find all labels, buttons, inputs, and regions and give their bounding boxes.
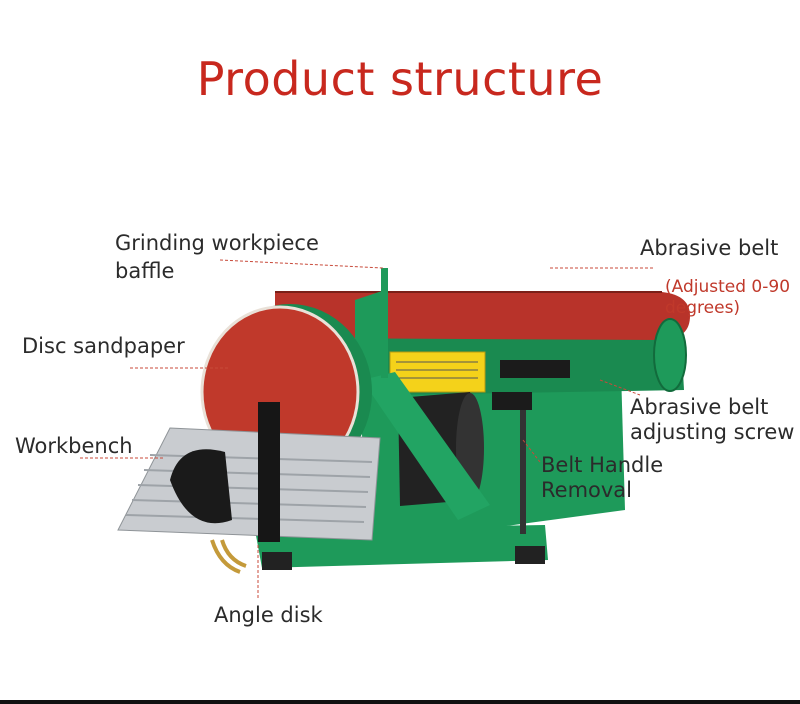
leader-screw [599,379,641,396]
belt-arm [362,372,490,520]
belt-roller [653,318,687,392]
label-handle-line1: Belt Handle [541,453,664,477]
label-screw-line2: adjusting screw [630,420,795,444]
base-foot-left [262,552,292,570]
label-screw-line1: Abrasive belt [630,395,769,419]
leader-baffle [219,259,384,269]
label-belt-note-line2: degrees) [665,298,741,318]
label-handle-line2: Removal [541,478,633,502]
label-angle-disk: Angle disk [214,603,323,627]
bottom-border [0,700,800,704]
angle-disk-gauge [170,449,232,524]
adjust-plate [500,360,570,378]
belt-handle-rod [520,404,526,534]
label-abrasive-belt: Abrasive belt [640,236,779,260]
workbench [117,427,381,541]
label-baffle-line1: Grinding workpiece [115,231,319,255]
label-baffle-line2: baffle [115,259,175,283]
page-title: Product structure [196,52,604,106]
label-belt-note-line1: (Adjusted 0-90 [665,277,791,297]
warning-label [389,351,486,393]
base-foot-right [515,546,545,564]
label-disc-sandpaper: Disc sandpaper [22,334,185,358]
label-workbench: Workbench [15,434,133,458]
